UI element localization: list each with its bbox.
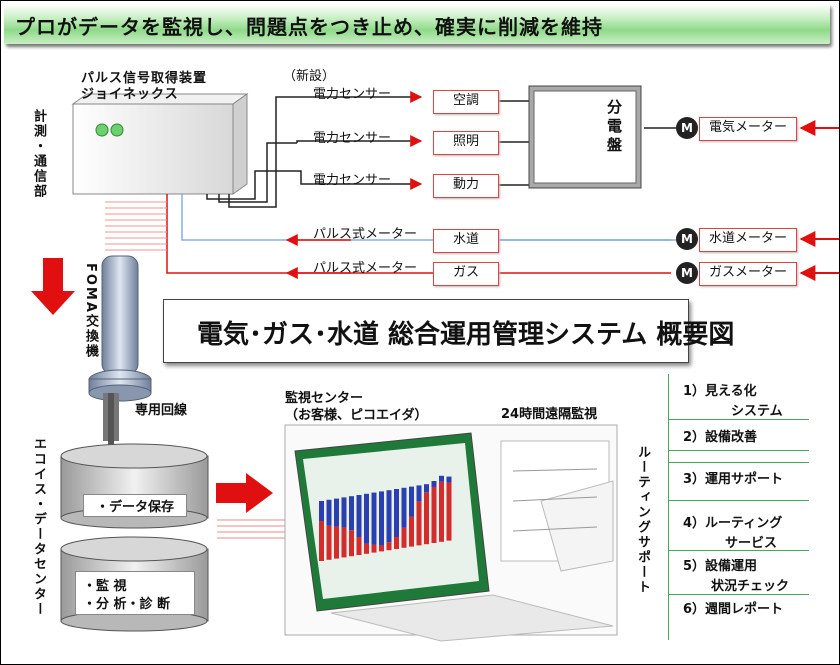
screen-bar-blue xyxy=(371,492,377,545)
right-arrow xyxy=(216,473,273,513)
sensor-label-light: 電力センサー xyxy=(313,131,392,146)
foma-exchange-label: FOMA交換機 xyxy=(83,263,98,359)
analysis-label: ・分 析・診 断 xyxy=(83,597,171,612)
screen-bar-red xyxy=(319,521,324,561)
screen-bar-red xyxy=(334,526,339,559)
screen-bar-red xyxy=(409,516,414,547)
sensor-label-power: 電力センサー xyxy=(313,173,392,188)
service-3-line1: 3）運用サポート xyxy=(683,472,784,487)
screen-bar-blue xyxy=(424,484,429,493)
screen-bar-blue xyxy=(356,495,362,537)
screen-bar-blue xyxy=(349,496,354,531)
screen-bar-red xyxy=(326,525,332,560)
screen-bar-blue xyxy=(386,490,392,543)
screen-bar-blue xyxy=(394,489,399,537)
screen-bar-blue xyxy=(409,486,414,517)
screen-bar-blue xyxy=(364,493,369,544)
remote-monitoring-label: 24時間遠隔監視 xyxy=(501,407,598,422)
service-2-line1: 2）設備改善 xyxy=(683,430,758,445)
screen-bar-red xyxy=(439,481,444,542)
monitoring-label: ・監 視 xyxy=(83,579,127,594)
service-5-line1: 5）設備運用 xyxy=(683,559,758,574)
screen-bar-red xyxy=(416,501,422,546)
wire-light-b xyxy=(296,135,423,147)
gas-meter-box: ガスメーター xyxy=(699,262,797,286)
down-arrow xyxy=(31,258,75,315)
screen-bar-red xyxy=(341,527,347,558)
screen-bar-red xyxy=(394,537,399,549)
screen-bar-blue xyxy=(319,501,324,521)
sensor-label-aircon: 電力センサー xyxy=(313,87,392,102)
system-title: 電気･ガス･水道 総合運用管理システム 概要図 xyxy=(197,320,735,350)
new-installation-label: （新設） xyxy=(283,69,336,84)
routing-support-label: ルーティングサポート xyxy=(635,445,650,595)
electric-meter-box: 電気メーター xyxy=(699,117,797,141)
screen-bar-red xyxy=(401,527,407,548)
gas-meter-icon: M xyxy=(676,262,698,284)
service-1-line1: 1）見える化 xyxy=(683,384,757,399)
circuit-water: 水道 xyxy=(433,229,499,253)
wire-aircon xyxy=(228,91,423,208)
service-1-line2: システム xyxy=(731,404,783,419)
screen-bar-blue xyxy=(379,491,384,546)
screen-bar-red xyxy=(356,537,362,555)
pulse-meter-label-water: パルス式メーター xyxy=(313,227,418,242)
electric-meter-icon: M xyxy=(676,117,698,139)
service-4-line2: サービス xyxy=(725,536,778,551)
screen-bar-red xyxy=(446,482,452,541)
circuit-gas: ガス xyxy=(433,262,499,286)
pulse-meter-label-gas: パルス式メーター xyxy=(313,261,418,276)
screen-bar-red xyxy=(349,530,354,557)
data-center-label: エコイス・データセンター xyxy=(31,437,46,617)
monitoring-center-sub: （お客様、ピコエイダ） xyxy=(285,408,428,423)
wire-power xyxy=(206,170,423,200)
page-title: プロがデータを監視し、問題点をつき止め、確実に削減を維持 xyxy=(15,15,603,39)
service-list: 1）見える化 システム 2）設備改善 3）運用サポート 4）ルーティング サービ… xyxy=(668,374,820,640)
laptop-screen-bars xyxy=(319,475,452,561)
screen-bar-red xyxy=(379,545,384,552)
water-meter-icon: M xyxy=(676,228,698,250)
foma-tower xyxy=(88,255,152,441)
monitoring-center-label: 監視センター xyxy=(285,391,364,406)
water-meter-box: 水道メーター xyxy=(699,228,797,252)
gas-line xyxy=(166,194,671,274)
screen-bar-blue xyxy=(401,487,407,528)
screen-bar-blue xyxy=(326,499,332,526)
joinex-device xyxy=(71,93,249,195)
title-banner xyxy=(4,4,830,44)
screen-bar-red xyxy=(431,487,437,543)
circuit-power: 動力 xyxy=(433,174,499,198)
distribution-panel-label: 分電盤 xyxy=(605,99,623,156)
screen-bar-blue xyxy=(416,485,422,502)
circuit-lighting: 照明 xyxy=(433,131,499,155)
service-6-line1: 6）週間レポート xyxy=(683,602,784,617)
distribution-panel xyxy=(528,85,642,189)
screen-bar-red xyxy=(371,544,377,553)
water-line xyxy=(181,194,671,241)
screen-bar-blue xyxy=(439,475,444,482)
circuit-aircon: 空調 xyxy=(433,90,499,114)
screen-bar-blue xyxy=(334,498,339,527)
device-name-line2: ジョイネックス xyxy=(81,87,179,102)
analysis-box xyxy=(75,571,195,615)
screen-bar-red xyxy=(364,543,369,554)
screen-bar-blue xyxy=(341,497,347,528)
measurement-label: 計測・通信部 xyxy=(31,109,46,199)
data-storage-label: ・データ保存 xyxy=(83,494,188,517)
service-4-line1: 4）ルーティング xyxy=(683,516,783,531)
service-5-line2: 状況チェック xyxy=(711,579,790,594)
device-name-line1: パルス信号取得装置 xyxy=(81,71,208,86)
system-title-box xyxy=(163,299,689,363)
screen-bar-blue xyxy=(431,481,437,487)
screen-bar-red xyxy=(386,542,392,551)
screen-bar-red xyxy=(424,492,429,545)
screen-bar-blue xyxy=(446,476,452,483)
dedicated-line-label: 専用回線 xyxy=(135,403,188,418)
